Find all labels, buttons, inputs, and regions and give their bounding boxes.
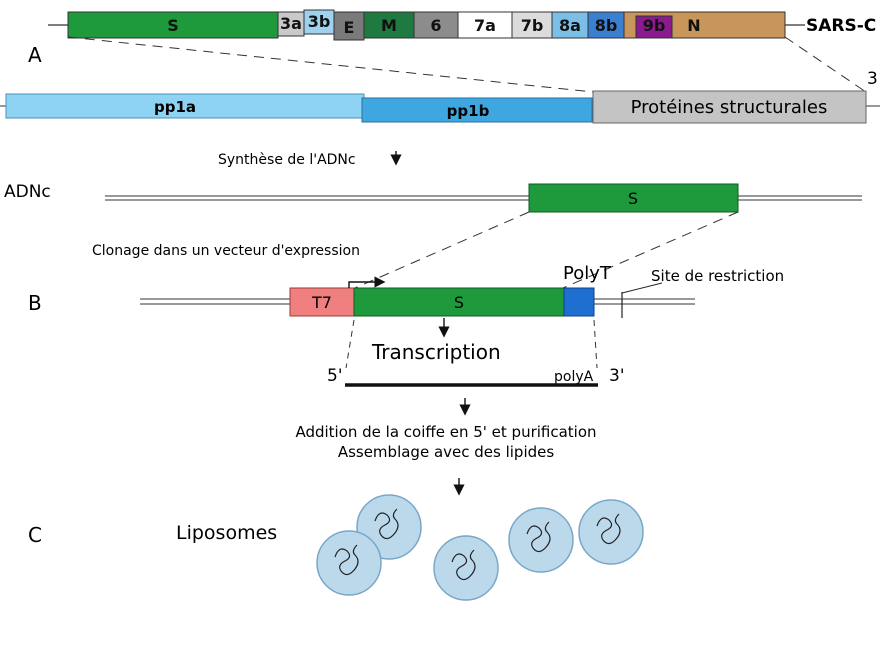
vector-s-gene-label: S: [454, 293, 464, 312]
genome-end-label: 3: [867, 69, 878, 89]
liposome: [433, 535, 499, 601]
cdna-strand: S: [105, 183, 862, 213]
polyt-box: [563, 287, 595, 317]
liposome-group: [316, 494, 644, 601]
clone-line-left: [354, 211, 530, 289]
polya-label: polyA: [554, 369, 594, 385]
t7-label: T7: [311, 293, 332, 312]
step-cloning: Clonage dans un vecteur d'expression: [92, 243, 360, 259]
t7-promoter: [289, 287, 355, 317]
mrna-squiggle-icon: [334, 544, 359, 576]
zoom-line-right: [784, 36, 867, 93]
expression-vector: T7 S: [140, 282, 695, 318]
genome-segment-e: [333, 11, 365, 41]
clone-line-right: [562, 211, 739, 289]
genome-segment-label-7b: 7b: [521, 16, 544, 35]
step-lipid-assembly: Assemblage avec des lipides: [338, 443, 555, 461]
genome-segment-label-8b: 8b: [595, 16, 618, 35]
mrna-dash-right: [593, 319, 598, 369]
cdna-s-gene: [528, 183, 739, 213]
cdna-label: ADNc: [4, 182, 51, 202]
panel-label-a: A: [28, 43, 42, 67]
mrna-squiggle-icon: [451, 549, 476, 581]
genome-segment-9b: [635, 15, 673, 39]
genome-segment-7a: [457, 11, 513, 39]
mrna-dash-left: [345, 319, 355, 369]
cdna-s-gene-label: S: [628, 189, 638, 208]
genome-segments: S 3a 3b E M 6 7a 7b 8a 8b N 9b: [67, 9, 786, 41]
genome-map: S 3a 3b E M 6 7a 7b 8a 8b N 9b SARS-C: [48, 9, 876, 41]
transcription-label: Transcription: [371, 340, 501, 364]
liposomes-label: Liposomes: [176, 522, 277, 544]
liposome: [316, 530, 382, 596]
step-cdna-synthesis: Synthèse de l'ADNc: [218, 152, 356, 168]
liposome: [508, 507, 574, 573]
polyt-label: PolyT: [563, 263, 612, 284]
genome-segment-3b: [303, 9, 335, 35]
mrna-squiggle-icon: [374, 508, 399, 540]
liposome: [578, 499, 644, 565]
genome-segment-label-7a: 7a: [474, 16, 496, 35]
three-prime-label: 3': [609, 366, 625, 386]
genome-segment-label-8a: 8a: [559, 16, 581, 35]
structural-proteins-box: [592, 90, 867, 124]
genome-segment-label-s: S: [167, 16, 179, 35]
transcription-start-arrow-icon: [348, 276, 386, 288]
vector-s-gene: [353, 287, 565, 317]
pp1a-label: pp1a: [154, 98, 196, 116]
genome-segment-label-3a: 3a: [280, 14, 302, 33]
genome-name: SARS-C: [806, 16, 876, 36]
panel-label-c: C: [28, 523, 42, 547]
genome-segment-label-m: M: [381, 16, 397, 35]
restriction-site-label: Site de restriction: [651, 267, 784, 285]
genome-segment-label-e: E: [344, 18, 355, 37]
genome-segment-label-n: N: [687, 16, 700, 35]
genome-segment-6: [413, 11, 459, 39]
mrna-squiggle-icon: [526, 521, 551, 553]
genome-segment-label-6: 6: [430, 16, 441, 35]
restriction-site-pointer: [621, 282, 663, 294]
genome-segment-label-3b: 3b: [308, 12, 331, 31]
genome-segment-s: [67, 11, 279, 39]
mrna-squiggle-icon: [596, 513, 621, 545]
genome-segment-7b: [511, 11, 553, 39]
genome-segment-label-9b: 9b: [643, 16, 666, 35]
genome-segment-8b: [587, 11, 625, 39]
panel-label-b: B: [28, 291, 42, 315]
genome-segment-8a: [551, 11, 589, 39]
step-capping: Addition de la coiffe en 5' et purificat…: [295, 423, 596, 441]
pp1b-label: pp1b: [447, 102, 490, 120]
polyprotein-row: pp1a pp1b Protéines structurales: [0, 90, 880, 124]
zoom-line-left: [67, 36, 594, 93]
pp1b-box: [361, 97, 593, 123]
five-prime-label: 5': [327, 366, 343, 386]
structural-proteins-label: Protéines structurales: [631, 97, 828, 118]
